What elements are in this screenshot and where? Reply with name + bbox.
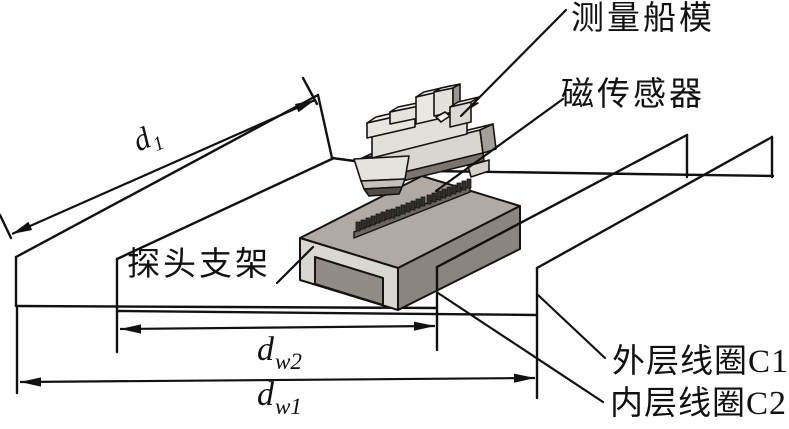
dim-label-dw1: dw1: [257, 376, 302, 419]
dw1-base: d: [257, 376, 274, 413]
leader-magnetic-sensor: [434, 97, 565, 193]
ship-bow-keel: [363, 186, 403, 197]
label-inner-coil: 内层线圈C2: [610, 387, 787, 421]
label-magnetic-sensor: 磁传感器: [561, 77, 705, 113]
probe-bracket: [299, 175, 521, 311]
magnetic-sensor-array: [353, 178, 472, 240]
dw2-base: d: [257, 331, 274, 368]
sensor-teeth: [355, 178, 472, 232]
dw2-subscript: w2: [275, 349, 302, 374]
inner-coil-subscript: 2: [769, 385, 788, 422]
ship-stern-step: [467, 159, 490, 178]
leader-ship-model: [459, 8, 568, 118]
inner-coil-front-edge: [115, 309, 539, 317]
ship-model: [353, 83, 497, 197]
outer-coil-subscript: 1: [771, 343, 789, 380]
outer-coil-right-wall: [535, 135, 774, 400]
inner-coil-left-wall-top-edge: [115, 156, 336, 261]
leader-probe-bracket: [275, 245, 315, 285]
bracket-channel-notch: [314, 256, 384, 306]
outer-coil-front-edge: [14, 304, 439, 310]
inner-coil-right-wall: [435, 133, 689, 352]
dimension-dw1: [19, 373, 536, 387]
label-probe-bracket: 探头支架: [127, 247, 271, 283]
dim-label-dw2: dw2: [257, 331, 302, 374]
ship-stern-face: [479, 123, 497, 154]
inner-coil-text: 内层线圈C: [610, 386, 770, 422]
leader-outer-coil: [536, 293, 607, 360]
label-ship-model: 测量船模: [571, 1, 715, 37]
outer-coil-text: 外层线圈C: [612, 344, 772, 380]
label-outer-coil: 外层线圈C1: [612, 345, 789, 379]
leader-inner-coil: [436, 291, 605, 404]
dimension-dw2: [119, 321, 436, 334]
dw1-subscript: w1: [275, 394, 302, 419]
ship-bow-face: [353, 155, 410, 182]
dimension-d1: [11, 98, 316, 236]
